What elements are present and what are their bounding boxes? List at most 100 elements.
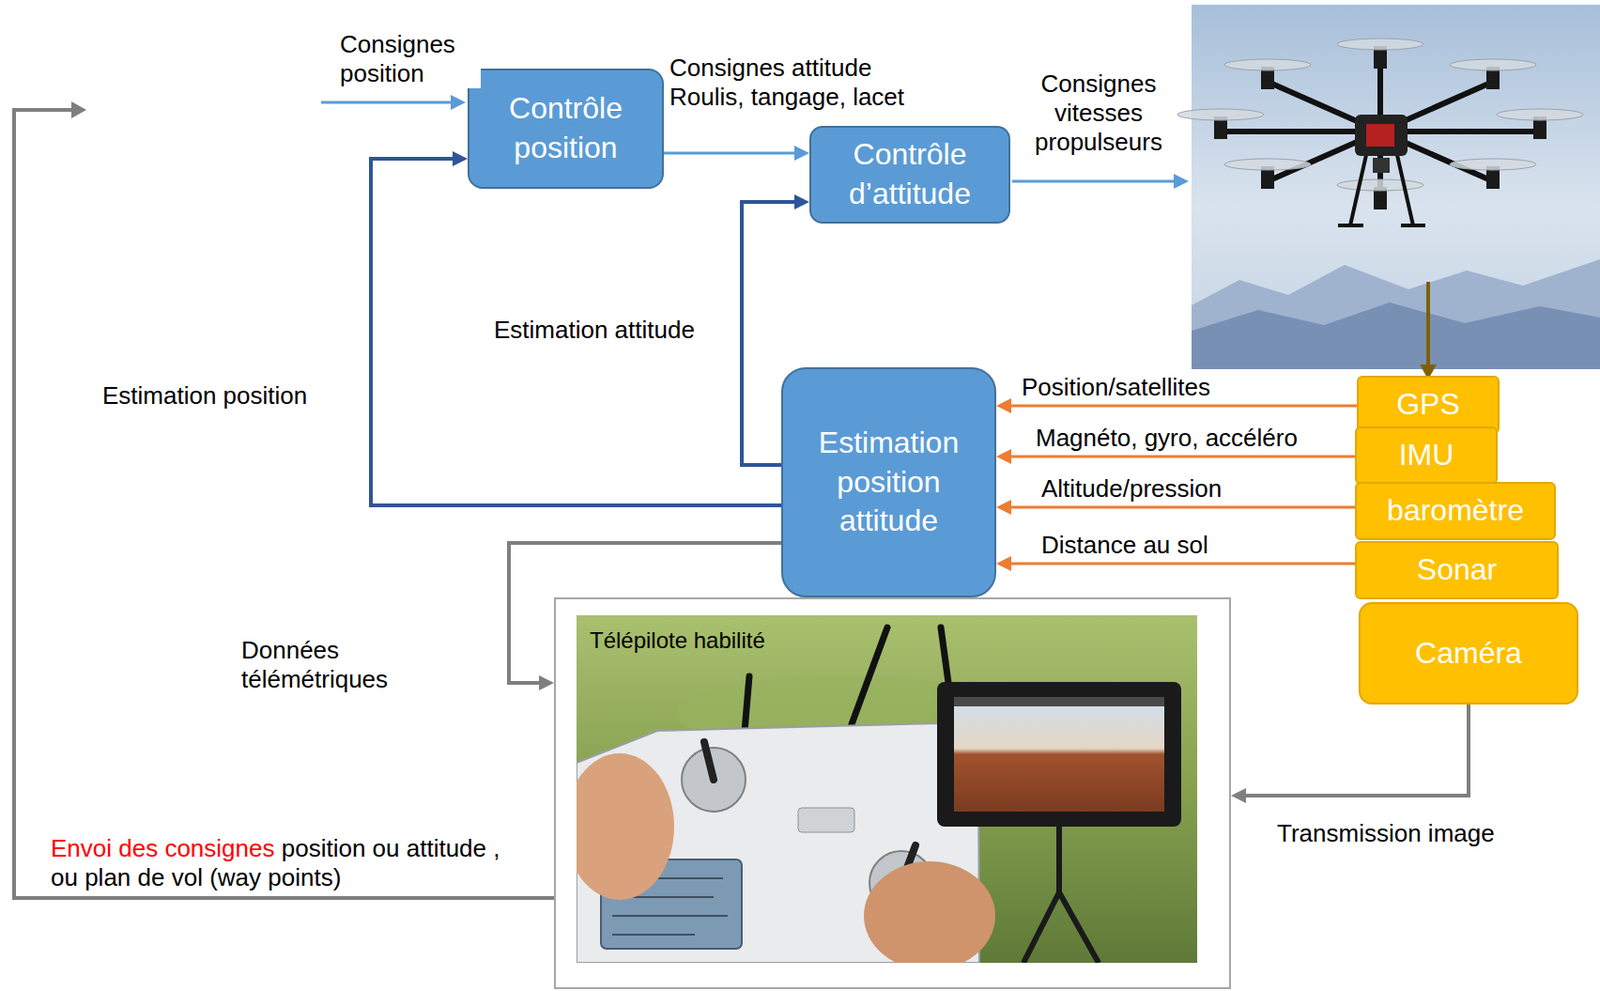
process-box: Contrôle d’attitude	[809, 125, 1011, 224]
command-return-arrow	[14, 101, 554, 898]
sensor-box: IMU	[1354, 426, 1498, 485]
drone-propellers	[1224, 158, 1311, 170]
stick-left	[704, 741, 714, 780]
mountains	[1191, 302, 1600, 370]
edge-label: Altitude/pression	[1041, 474, 1222, 504]
arrow-head	[794, 145, 810, 161]
edge-label: Distance au sol	[1041, 530, 1209, 560]
label-block: Envoi des consignesposition ou attitude …	[50, 833, 502, 893]
connector-line	[1009, 506, 1355, 509]
process-box: Estimation position attitude	[781, 367, 997, 598]
edge-label: Magnéto, gyro, accéléro	[1035, 423, 1298, 453]
arrow-head	[452, 151, 468, 167]
lcd-lines	[612, 914, 728, 917]
process-box: Contrôle position	[467, 68, 664, 189]
node-text: GPS	[1396, 384, 1461, 425]
drone-photo	[1177, 4, 1600, 370]
sensor-box: GPS	[1356, 375, 1500, 434]
edge-label: Estimation position	[102, 381, 308, 411]
monitor	[937, 681, 1182, 827]
connector	[1230, 704, 1469, 803]
connector-line	[1244, 704, 1469, 796]
drone-arms	[1220, 61, 1540, 202]
node-text: Télépilote habilité	[589, 627, 766, 655]
arrow-head	[996, 398, 1012, 414]
output-label: Consignes vitesses propulseurs	[1034, 69, 1163, 156]
drone-body	[1397, 154, 1414, 226]
input-arrow	[321, 101, 453, 105]
drone-propellers	[1449, 59, 1537, 71]
edge-label: Position/satellites	[1021, 372, 1211, 402]
input-arrow	[450, 94, 466, 110]
label-block: Consignes position	[339, 30, 481, 89]
motor-command-arrow	[1012, 180, 1176, 184]
connector-line	[1009, 404, 1357, 408]
remote-label	[798, 807, 855, 832]
motor-command-arrow	[1173, 173, 1189, 189]
edge-label: Estimation attitude	[493, 315, 695, 345]
arrow-head	[996, 448, 1012, 464]
tripod	[1023, 892, 1060, 963]
sensor-arrow	[1419, 281, 1437, 380]
node-text: Caméra	[1415, 633, 1523, 674]
arrow-head	[996, 555, 1012, 571]
drone-body	[1366, 123, 1395, 147]
connector	[370, 151, 782, 506]
monitor-screen	[953, 696, 1165, 812]
node-text: Estimation position attitude	[794, 423, 984, 541]
label-block: Consignes vitesses propulseurs	[1023, 69, 1174, 158]
tripod	[1059, 892, 1099, 963]
drone-propellers	[1177, 38, 1584, 191]
drone-propellers	[1224, 59, 1311, 71]
tripod	[1023, 826, 1099, 963]
mountains	[1191, 259, 1600, 370]
drone-propellers	[1449, 158, 1537, 170]
hand-right	[863, 861, 996, 963]
node-text: baromètre	[1386, 491, 1524, 531]
arrow-head	[996, 499, 1012, 515]
drone-propellers	[1337, 38, 1424, 50]
sensor-box: Caméra	[1358, 601, 1579, 705]
sky	[1191, 4, 1600, 370]
hand-left	[576, 753, 675, 900]
motor-command-arrow	[1012, 173, 1189, 189]
arrow-head	[1230, 787, 1247, 803]
connector-line	[508, 542, 782, 683]
tripod	[1056, 826, 1062, 893]
drone-propellers	[1337, 179, 1424, 191]
connector-line	[663, 152, 797, 155]
node-text: Contrôle d’attitude	[822, 135, 998, 214]
connector	[663, 145, 810, 161]
edge-label: Données télémétriques	[241, 635, 430, 694]
drone-body	[1338, 114, 1426, 226]
arrow-head	[794, 194, 810, 210]
pilot-photo	[576, 615, 1198, 963]
node-text: Contrôle position	[480, 89, 651, 168]
monitor-bar	[953, 696, 1165, 707]
edge-label: Transmission image	[1276, 818, 1495, 848]
drone-body	[1372, 157, 1390, 173]
connector-line	[370, 158, 782, 506]
drone-body	[1354, 114, 1408, 156]
drone-propellers	[1496, 108, 1584, 121]
lcd-lines	[612, 933, 695, 936]
drone-motors	[1214, 46, 1547, 210]
connector	[508, 542, 782, 691]
node-text: Sonar	[1416, 550, 1497, 590]
arrow-head	[538, 675, 554, 691]
sensor-box: Sonar	[1354, 540, 1559, 600]
command-label: Envoi des consignes	[50, 833, 275, 862]
input-label: Consignes position	[339, 30, 456, 88]
sensor-box: baromètre	[1354, 481, 1556, 540]
drone-propellers	[1177, 108, 1264, 121]
edge-label: Consignes attitude Roulis, tangage, lace…	[669, 53, 924, 112]
connector-line	[1009, 562, 1355, 566]
drone-body	[1400, 223, 1426, 228]
connector-line	[1009, 455, 1355, 459]
command-return-arrow	[71, 101, 87, 119]
pilot-frame: Télépilote habilité	[553, 597, 1231, 989]
drone-body	[1338, 223, 1364, 228]
node-text: IMU	[1399, 435, 1455, 476]
input-arrow	[321, 94, 466, 110]
